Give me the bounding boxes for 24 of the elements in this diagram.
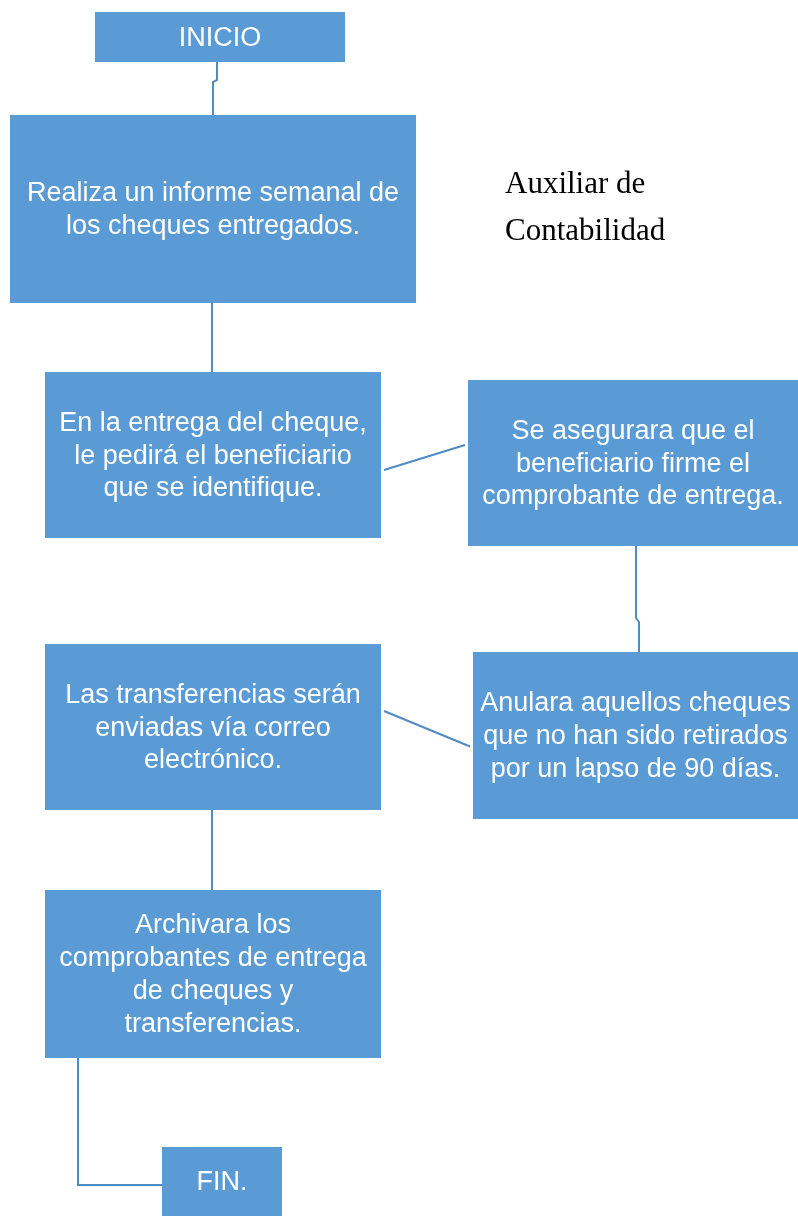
process-box	[45, 890, 381, 1058]
step-text: Se asegurara que el beneficiario firme el comprobante de entrega.	[481, 413, 785, 513]
process-box	[162, 1147, 282, 1216]
step-text: En la entrega del cheque, le pedirá el beneficiario que se identifique.	[58, 405, 368, 505]
connector-line	[383, 710, 471, 748]
process-box	[10, 115, 416, 303]
connector-line	[212, 61, 218, 116]
step-text: FIN.	[196, 1165, 248, 1198]
process-box	[45, 644, 381, 810]
connector-line	[383, 444, 466, 471]
step-text: Anulara aquellos cheques que no han sido retirados por un lapso de 90 días.	[479, 686, 792, 785]
process-box	[45, 372, 381, 538]
step-text: Realiza un informe semanal de los cheques entregados.	[25, 176, 401, 242]
connector-line	[211, 302, 213, 373]
role-label: Auxiliar de Contabilidad	[505, 164, 667, 249]
connector-line	[635, 545, 640, 653]
step-text: Las transferencias serán enviadas vía correo electrónico.	[64, 677, 362, 777]
process-box	[95, 12, 345, 62]
process-box	[473, 652, 798, 819]
process-box	[468, 380, 798, 546]
step-text: INICIO	[178, 20, 262, 54]
connector-line	[77, 1057, 163, 1186]
connector-line	[211, 809, 213, 891]
step-text: Archivara los comprobantes de entrega de cheques y transferencias.	[58, 908, 368, 1040]
